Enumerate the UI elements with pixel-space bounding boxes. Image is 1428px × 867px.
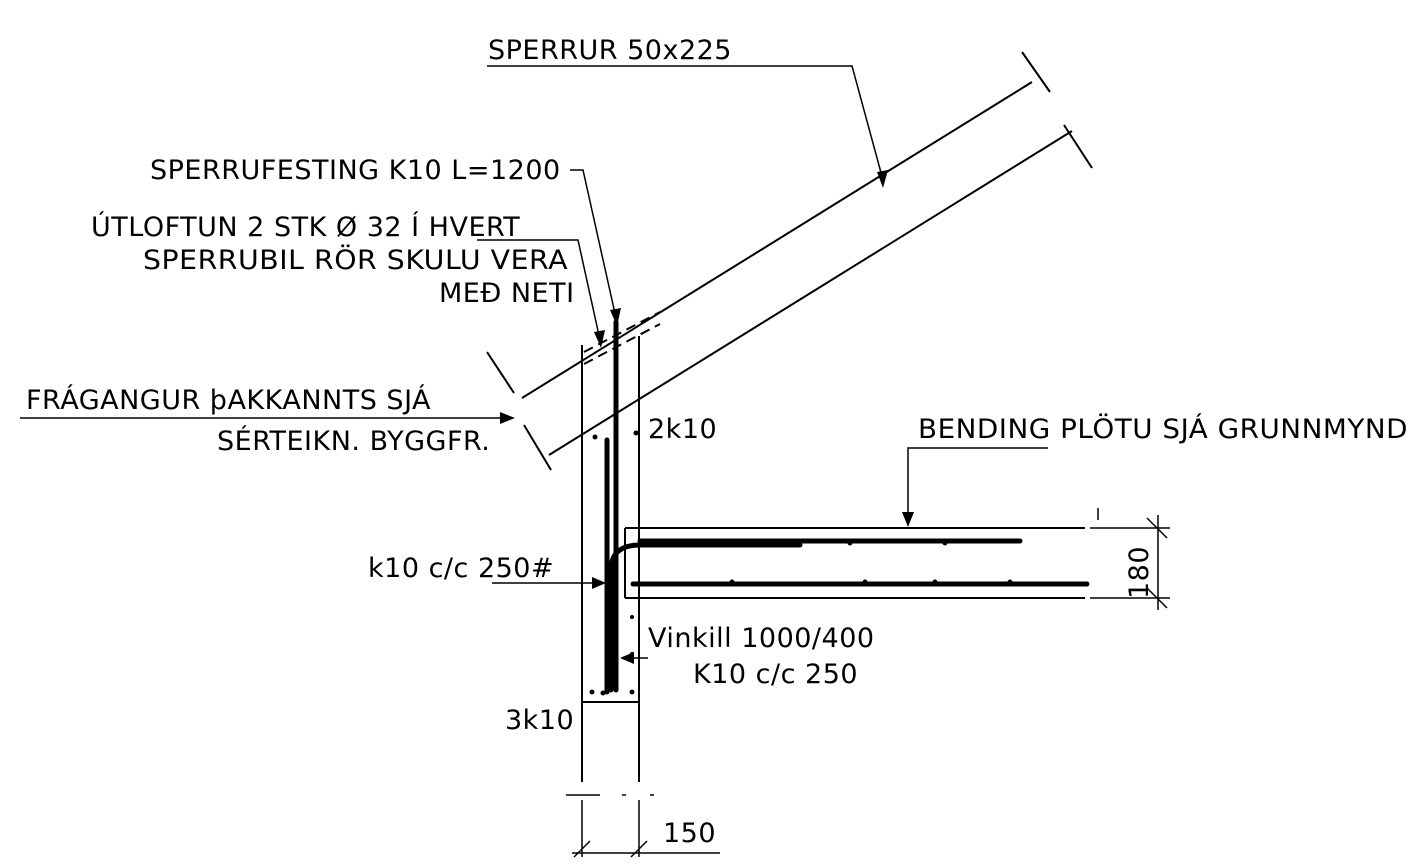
ventilation-label-line2: SPERRUBIL RÖR SKULU VERA [143, 244, 568, 276]
ventilation-label-line1: ÚTLOFTUN 2 STK Ø 32 Í HVERT [91, 211, 520, 243]
slab [624, 527, 1085, 599]
slab-thickness-dimension [1090, 508, 1170, 610]
wall-rebar [604, 437, 803, 695]
leaders [20, 65, 1048, 664]
wall-bars-label: k10 c/c 250# [368, 553, 554, 584]
bottom-bars-label: 3k10 [505, 705, 574, 736]
eaves-label-line1: FRÁGANGUR þAKKANNTS SJÁ [26, 384, 431, 416]
rafter [486, 51, 1093, 471]
top-bars-label: 2k10 [648, 414, 717, 445]
slab-rebar [630, 538, 1090, 587]
wall-thickness-dimension [566, 794, 720, 858]
wall [581, 311, 661, 782]
wall-thickness-label: 150 [663, 818, 716, 849]
slab-bending-label: BENDING PLÖTU SJÁ GRUNNMYND [918, 413, 1408, 445]
rafter-fixing-label: SPERRUFESTING K10 L=1200 [150, 155, 561, 186]
slab-thickness-label: 180 [1124, 546, 1155, 599]
angle-bar-label-line2: K10 c/c 250 [693, 659, 858, 690]
ventilation-label-line3: MEÐ NETI [439, 278, 575, 309]
eaves-label-line2: SÉRTEIKN. BYGGFR. [217, 425, 490, 457]
rafters-label: SPERRUR 50x225 [488, 35, 732, 66]
wall-rebar-dots [589, 430, 639, 696]
angle-bar-label-line1: Vinkill 1000/400 [648, 623, 875, 654]
